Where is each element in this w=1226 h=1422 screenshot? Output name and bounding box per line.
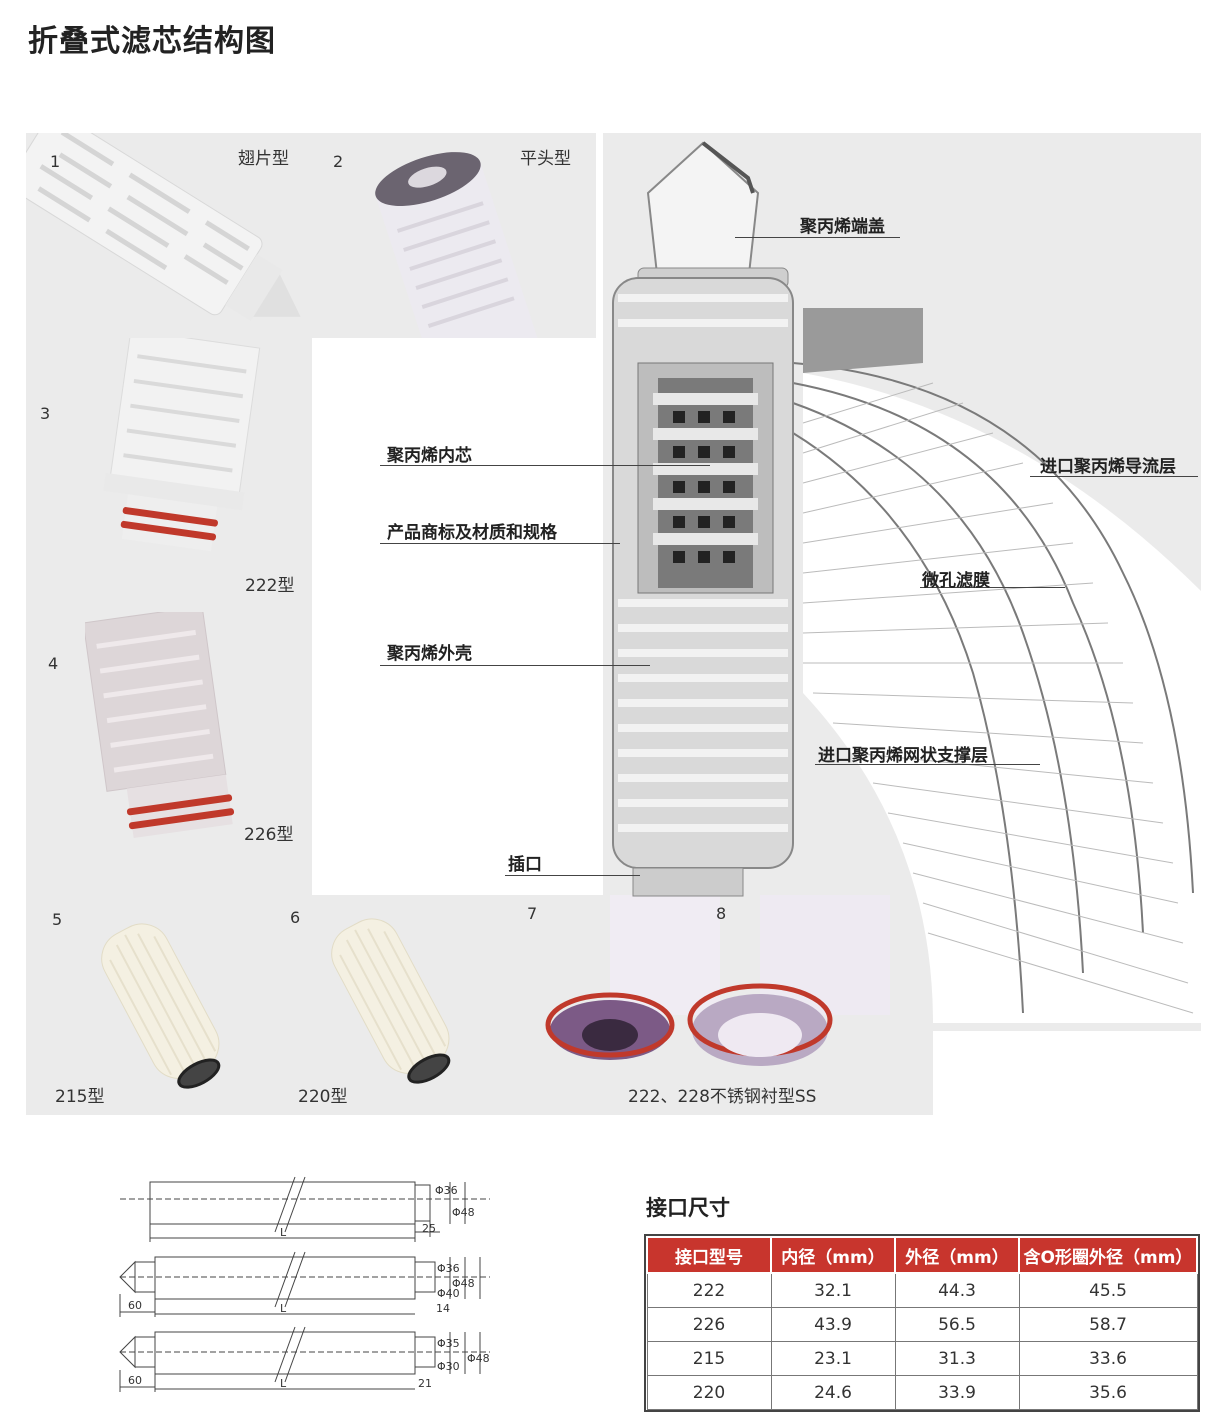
dimension-drawings: L 25 Φ36 Φ48 60 L 14 Φ36 Φ48 Φ40 60 L 21… [119, 1176, 490, 1392]
photo-number-6: 6 [290, 908, 301, 927]
table-cell: 31.3 [894, 1341, 1020, 1376]
callout-line-socket [505, 875, 640, 876]
spec-table: 接口型号 内径（mm） 外径（mm） 含O形圈外径（mm） 222 32.1 4… [644, 1234, 1200, 1412]
page-title: 折叠式滤芯结构图 [28, 24, 276, 59]
table-cell: 23.1 [770, 1341, 896, 1376]
cartridge-photo-2 [375, 152, 543, 338]
callout-panel [312, 338, 603, 893]
dim2-length: L [280, 1302, 287, 1315]
table-cell: 222 [646, 1272, 772, 1308]
photo-label-3: 222型 [245, 576, 295, 596]
callout-trademark: 产品商标及材质和规格 [387, 523, 557, 543]
table-cell: 226 [646, 1307, 772, 1342]
table-cell: 24.6 [770, 1375, 896, 1410]
photo-number-2: 2 [333, 152, 344, 171]
dim2-a: 14 [436, 1302, 450, 1315]
photo-number-4: 4 [48, 654, 59, 673]
dim1-length: L [280, 1226, 287, 1239]
cutaway-diagram [612, 141, 1201, 1023]
table-cell: 35.6 [1018, 1375, 1198, 1410]
dim1-h2: Φ48 [452, 1206, 475, 1219]
callout-socket: 插口 [508, 855, 542, 875]
table-row: 215 23.1 31.3 33.6 [646, 1341, 1198, 1376]
callout-membrane: 微孔滤膜 [922, 571, 990, 591]
dim1-h1: Φ36 [435, 1184, 458, 1197]
dim3-h3: Φ30 [437, 1360, 460, 1373]
spec-title: 接口尺寸 [646, 1196, 730, 1220]
cartridge-photo-4 [85, 612, 235, 839]
dim3-length: L [280, 1377, 287, 1390]
photo-label-6: 220型 [298, 1087, 348, 1107]
table-row: 220 24.6 33.9 35.6 [646, 1375, 1198, 1410]
dim3-a: 21 [418, 1377, 432, 1390]
spec-header-outer: 外径（mm） [894, 1236, 1020, 1274]
photo-label-4: 226型 [244, 825, 294, 845]
callout-line-membrane [920, 587, 1065, 588]
callout-line-inlet-drainage [1030, 476, 1198, 477]
callout-end-cap: 聚丙烯端盖 [800, 217, 885, 237]
dim3-left: 60 [128, 1374, 142, 1387]
callout-line-support-layer [815, 764, 1040, 765]
spec-header-inner: 内径（mm） [770, 1236, 896, 1274]
table-cell: 44.3 [894, 1272, 1020, 1308]
cartridge-photo-7 [545, 895, 890, 1066]
photo-number-5: 5 [52, 910, 63, 929]
cartridge-photo-6 [331, 918, 451, 1084]
callout-inner-core: 聚丙烯内芯 [387, 446, 472, 466]
table-cell: 43.9 [770, 1307, 896, 1342]
callout-line-outer-shell [380, 665, 650, 666]
dim2-h3: Φ40 [437, 1287, 460, 1300]
photo-number-7: 7 [527, 904, 538, 923]
table-cell: 56.5 [894, 1307, 1020, 1342]
table-row: 222 32.1 44.3 45.5 [646, 1272, 1198, 1308]
callout-line-end-cap [735, 237, 900, 238]
spec-header-row: 接口型号 内径（mm） 外径（mm） 含O形圈外径（mm） [646, 1236, 1198, 1274]
callout-line-inner-core [380, 465, 710, 466]
photo-label-5: 215型 [55, 1087, 105, 1107]
table-row: 226 43.9 56.5 58.7 [646, 1307, 1198, 1342]
callout-outer-shell: 聚丙烯外壳 [387, 644, 472, 664]
cartridge-photo-1 [26, 133, 301, 321]
table-cell: 58.7 [1018, 1307, 1198, 1342]
spec-header-oring: 含O形圈外径（mm） [1018, 1236, 1198, 1274]
callout-line-trademark [380, 543, 620, 544]
callout-support-layer: 进口聚丙烯网状支撑层 [818, 746, 988, 766]
photo-label-2: 平头型 [520, 149, 571, 169]
photo-number-1: 1 [50, 152, 61, 171]
cartridge-photo-3 [103, 338, 261, 552]
dim2-h1: Φ36 [437, 1262, 460, 1275]
dim3-h2: Φ48 [467, 1352, 490, 1365]
callout-inlet-drainage: 进口聚丙烯导流层 [1040, 457, 1176, 477]
table-cell: 220 [646, 1375, 772, 1410]
pleated-membrane-fan [792, 308, 1201, 1023]
table-cell: 32.1 [770, 1272, 896, 1308]
table-cell: 45.5 [1018, 1272, 1198, 1308]
dim1-a: 25 [422, 1222, 436, 1235]
dim2-left: 60 [128, 1299, 142, 1312]
spec-header-model: 接口型号 [646, 1236, 772, 1274]
photo-label-7: 222、228不锈钢衬型SS [628, 1087, 817, 1107]
table-cell: 33.9 [894, 1375, 1020, 1410]
dim2-h2: Φ48 [452, 1277, 475, 1290]
cartridge-photo-5 [101, 923, 221, 1089]
table-cell: 33.6 [1018, 1341, 1198, 1376]
photo-number-3: 3 [40, 404, 51, 423]
table-cell: 215 [646, 1341, 772, 1376]
dim3-h1: Φ35 [437, 1337, 460, 1350]
photo-number-8: 8 [716, 904, 727, 923]
photo-label-1: 翅片型 [238, 149, 289, 169]
